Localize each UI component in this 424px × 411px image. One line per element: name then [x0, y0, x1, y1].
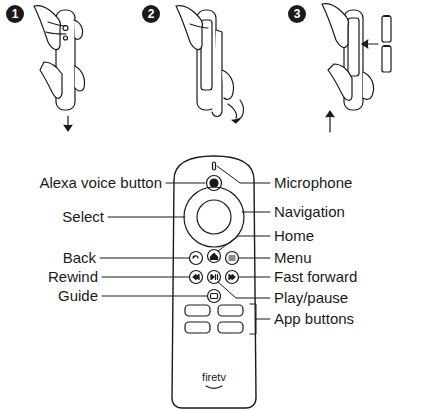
- step-1-figure: [34, 5, 85, 131]
- callout-number: 2: [142, 5, 160, 23]
- app-bracket: [250, 304, 270, 334]
- callout-number-text: 1: [12, 8, 19, 20]
- step-2-figure: [176, 5, 243, 123]
- brand-logo: firetv: [202, 371, 226, 383]
- callout-number-text: 2: [148, 8, 155, 20]
- step-3-figure: [322, 3, 391, 132]
- app-button: [185, 322, 210, 333]
- part-label: Alexa voice button: [39, 174, 162, 192]
- callout-number-text: 3: [294, 8, 301, 20]
- part-label: Microphone: [274, 174, 352, 192]
- callout-number: 3: [288, 5, 306, 23]
- part-label: Rewind: [48, 268, 98, 286]
- app-button: [185, 305, 210, 316]
- part-label: Guide: [58, 287, 98, 305]
- part-label: Play/pause: [274, 289, 348, 307]
- leader-lines: [100, 166, 270, 334]
- part-label: Home: [274, 227, 314, 245]
- part-label: Fast forward: [274, 268, 357, 286]
- remote-body: [172, 156, 256, 408]
- part-label: Back: [63, 249, 96, 267]
- part-label: App buttons: [274, 310, 354, 328]
- part-label: Navigation: [274, 203, 345, 221]
- part-label: Menu: [274, 249, 312, 267]
- part-label: Select: [62, 208, 104, 226]
- alexa-button: [207, 176, 222, 191]
- microphone-hole: [213, 162, 216, 170]
- app-button: [218, 322, 243, 333]
- select-button: [197, 200, 231, 234]
- app-button: [218, 305, 243, 316]
- callout-number: 1: [6, 5, 24, 23]
